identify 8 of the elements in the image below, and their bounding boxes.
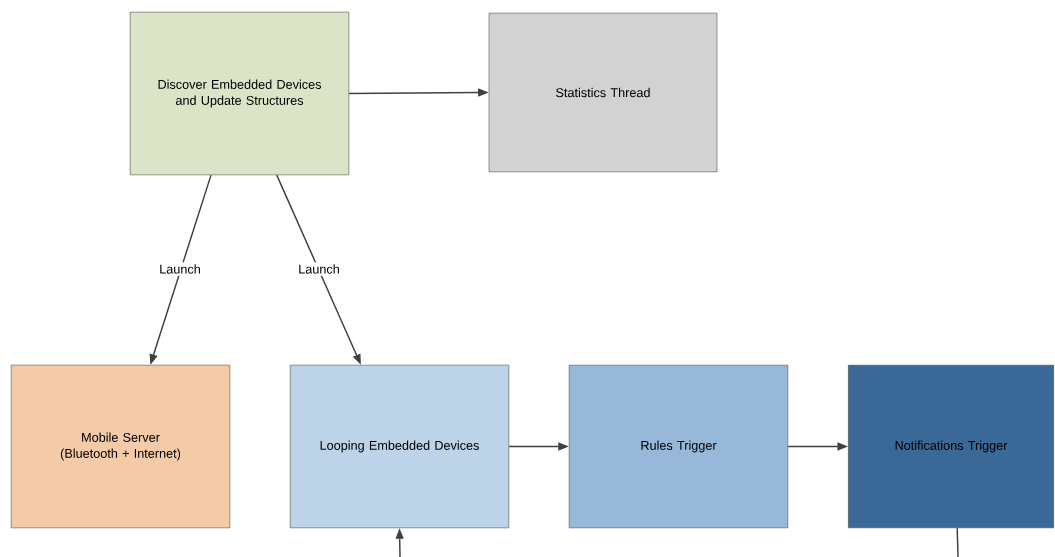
edge-label: Launch <box>157 262 203 276</box>
process-box: Looping Embedded Devices <box>289 364 510 529</box>
process-box: Statistics Thread <box>488 12 718 173</box>
process-box: Discover Embedded Devices and Update Structures <box>129 11 350 176</box>
process-box: Mobile Server (Bluetooth + Internet) <box>10 364 231 529</box>
process-box: Notifications Trigger <box>848 364 1054 529</box>
edge-label: Launch <box>296 262 342 276</box>
process-box: Rules Trigger <box>568 364 789 529</box>
